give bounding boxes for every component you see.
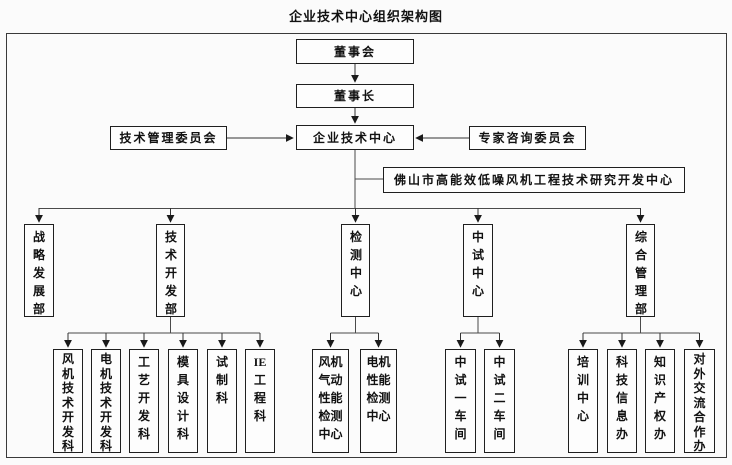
node-trial-production-section: 试制科 <box>207 349 237 453</box>
node-enterprise-tech-center: 企业技术中心 <box>296 125 414 150</box>
node-foshan-rd-center: 佛山市高能效低噪风机工程技术研究开发中心 <box>383 167 685 193</box>
node-board-of-directors: 董事会 <box>296 39 414 64</box>
node-process-development-section: 工艺开发科 <box>129 349 159 453</box>
node-pilot-workshop-1: 中试一车间 <box>445 349 476 453</box>
node-dept-pilot-test-center: 中试中心 <box>463 224 493 317</box>
node-expert-advisory-committee: 专家咨询委员会 <box>469 126 586 150</box>
node-fan-aerodynamic-testing-center: 风机气动性能检测中心 <box>312 349 349 453</box>
diagram-border <box>6 33 727 458</box>
node-dept-testing-center: 检测中心 <box>341 224 370 317</box>
node-dept-technology-development: 技术开发部 <box>156 224 185 317</box>
node-training-center: 培训中心 <box>568 349 598 453</box>
node-dept-strategy-development: 战略发展部 <box>24 224 54 317</box>
node-chairman: 董事长 <box>296 84 414 108</box>
node-pilot-workshop-2: 中试二车间 <box>484 349 515 453</box>
node-sci-tech-information-office: 科技信息办 <box>607 349 637 453</box>
node-external-exchange-cooperation-office: 对外交流合作办 <box>684 349 715 453</box>
node-motor-tech-development-section: 电机技术开发科 <box>91 349 121 453</box>
node-intellectual-property-office: 知识产权办 <box>645 349 675 453</box>
node-tech-management-committee: 技术管理委员会 <box>110 126 227 150</box>
node-dept-general-management: 综合管理部 <box>626 224 655 317</box>
node-fan-tech-development-section: 风机技术开发科 <box>53 349 83 453</box>
node-motor-performance-testing-center: 电机性能检测中心 <box>360 349 397 453</box>
page-title: 企业技术中心组织架构图 <box>288 9 443 24</box>
node-ie-engineering-section: IE工程科 <box>245 349 275 453</box>
node-mold-design-section: 模具设计科 <box>168 349 198 453</box>
